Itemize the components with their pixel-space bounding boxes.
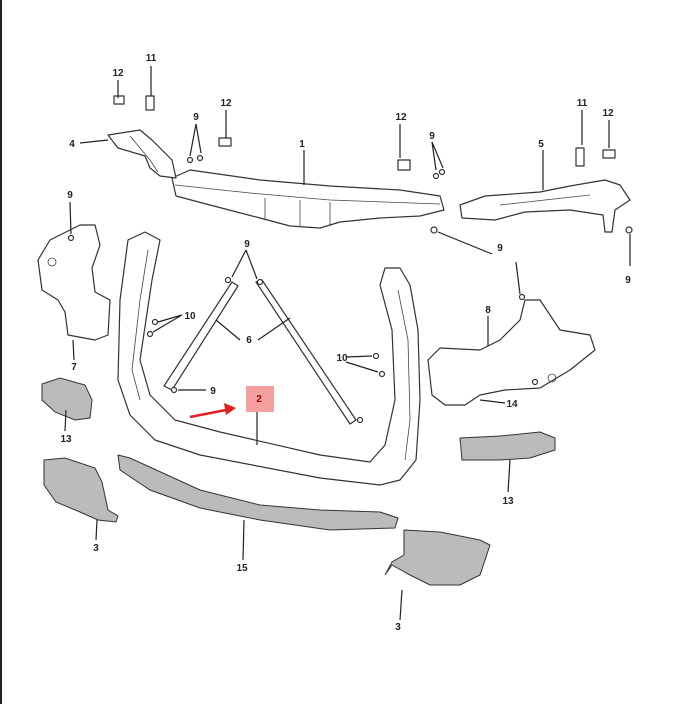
part-15-lower-beam[interactable] — [117, 454, 399, 531]
callout-3[interactable]: 3 — [395, 622, 401, 633]
part-2-radiator-support[interactable] — [117, 231, 421, 486]
callout-9[interactable]: 9 — [429, 131, 435, 142]
callout-7[interactable]: 7 — [71, 362, 77, 373]
callout-9[interactable]: 9 — [625, 275, 631, 286]
callout-6[interactable]: 6 — [246, 335, 252, 346]
part-1-upper-crossmember[interactable] — [171, 169, 445, 229]
leader-lines — [64, 66, 631, 621]
callout-1[interactable]: 1 — [299, 139, 305, 150]
highlight-callout-2[interactable] — [246, 386, 274, 412]
bolt-11-icon — [575, 147, 585, 167]
part-7-left-bracket[interactable] — [37, 224, 111, 341]
callout-9[interactable]: 9 — [244, 239, 250, 250]
clip-12-icon — [602, 149, 616, 159]
callout-9[interactable]: 9 — [67, 190, 73, 201]
callout-10[interactable]: 10 — [184, 311, 196, 322]
fasteners — [67, 95, 633, 424]
callout-11[interactable]: 11 — [146, 53, 157, 64]
clip-12-icon — [218, 137, 232, 147]
part-8-right-bracket[interactable] — [427, 299, 596, 406]
callout-12[interactable]: 12 — [112, 68, 124, 79]
callout-3[interactable]: 3 — [93, 543, 99, 554]
part-6-brace-left[interactable] — [163, 281, 239, 391]
callout-2[interactable]: 2 — [256, 394, 262, 405]
callout-4[interactable]: 4 — [69, 139, 75, 150]
callout-9[interactable]: 9 — [210, 386, 216, 397]
clip-12-icon — [113, 95, 125, 105]
red-indicator-arrow — [189, 403, 236, 419]
bolt-11-icon — [145, 95, 155, 111]
callout-12[interactable]: 12 — [395, 112, 407, 123]
callout-11[interactable]: 11 — [577, 98, 588, 109]
part-4-left-bracket[interactable] — [107, 129, 177, 179]
callout-12[interactable]: 12 — [602, 108, 614, 119]
callout-13[interactable]: 13 — [502, 496, 514, 507]
part-5-right-bracket[interactable] — [459, 179, 631, 233]
clip-12-icon — [397, 159, 411, 171]
callout-15[interactable]: 15 — [236, 563, 248, 574]
part-3-left-duct[interactable] — [43, 457, 119, 523]
callout-10[interactable]: 10 — [336, 353, 348, 364]
part-3-right-duct[interactable] — [384, 529, 491, 586]
callout-12[interactable]: 12 — [220, 98, 232, 109]
callout-14[interactable]: 14 — [506, 399, 518, 410]
part-13-right-bracket[interactable] — [459, 431, 556, 461]
callout-8[interactable]: 8 — [485, 305, 491, 316]
callout-5[interactable]: 5 — [538, 139, 544, 150]
callout-9[interactable]: 9 — [193, 112, 199, 123]
callout-13[interactable]: 13 — [60, 434, 72, 445]
callout-labels: 12 11 12 9 4 1 12 9 5 11 12 9 9 9 9 10 6… — [60, 53, 631, 633]
part-13-left-bracket[interactable] — [41, 377, 93, 421]
callout-9[interactable]: 9 — [497, 243, 503, 254]
